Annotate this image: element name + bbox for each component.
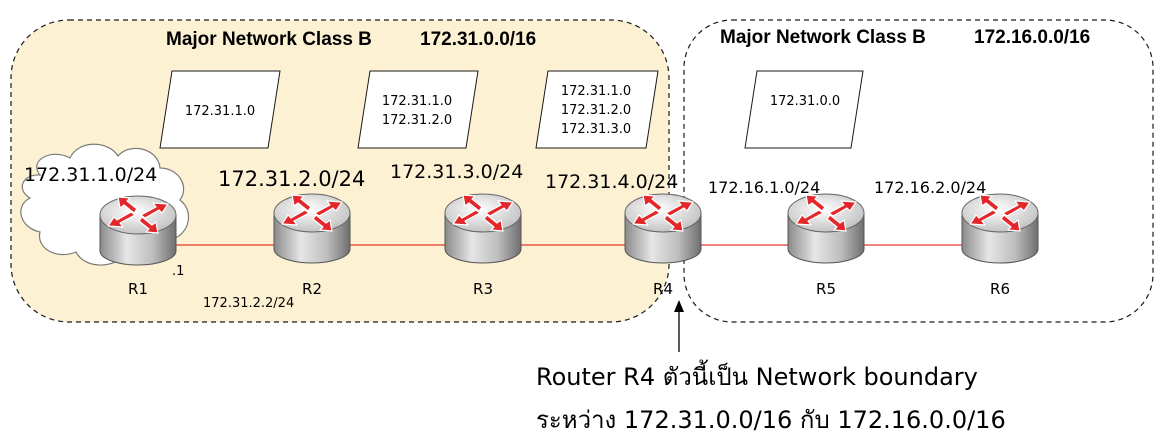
routing-table-entry: 172.31.1.0 — [185, 104, 255, 119]
routing-table-entry: 172.31.0.0 — [770, 94, 840, 109]
subnet-label-s1: 172.31.1.0/24 — [24, 164, 157, 186]
r2-interface-label: 172.31.2.2/24 — [203, 296, 294, 311]
routing-table-entry: 172.31.1.0 — [382, 94, 452, 109]
router-r5-icon — [787, 193, 865, 264]
router-r6-icon — [961, 193, 1039, 264]
boundary-note-line2: ระหว่าง 172.31.0.0/16 กับ 172.16.0.0/16 — [536, 406, 1006, 434]
router-label-r5: R5 — [816, 280, 836, 298]
router-label-r3: R3 — [473, 280, 493, 298]
routing-table-r5: 172.31.0.0 — [744, 70, 864, 149]
subnet-label-s6: 172.16.2.0/24 — [874, 178, 986, 197]
boundary-note-line1: Router R4 ตัวนี้เป็น Network boundary — [536, 359, 978, 391]
left-zone-prefix: 172.31.0.0/16 — [420, 29, 536, 50]
router-r1-icon — [99, 195, 177, 266]
router-r2-icon — [273, 193, 351, 264]
subnet-label-s5: 172.16.1.0/24 — [708, 178, 820, 197]
router-label-r4: R4 — [653, 280, 673, 298]
router-label-r1: R1 — [128, 280, 148, 298]
subnet-label-s3: 172.31.3.0/24 — [390, 161, 523, 183]
r1-interface-label: .1 — [172, 264, 184, 279]
router-label-r6: R6 — [990, 280, 1010, 298]
right-zone-title: Major Network Class B — [720, 27, 926, 48]
router-r4-icon — [624, 193, 702, 264]
routing-table-r1: 172.31.1.0 — [159, 70, 281, 149]
routing-table-entry: 172.31.3.0 — [561, 122, 631, 137]
routing-table-r2: 172.31.1.0 172.31.2.0 — [357, 70, 479, 149]
routing-table-entry: 172.31.1.0 — [561, 84, 631, 99]
boundary-arrow — [674, 300, 684, 352]
router-r3-icon — [444, 193, 522, 264]
routing-table-entry: 172.31.2.0 — [561, 103, 631, 118]
subnet-label-s2: 172.31.2.0/24 — [218, 167, 365, 191]
right-network-zone — [683, 19, 1154, 323]
subnet-label-s4: 172.31.4.0/24 — [545, 171, 678, 193]
router-label-r2: R2 — [302, 280, 322, 298]
left-zone-title: Major Network Class B — [166, 29, 372, 50]
routing-table-r3: 172.31.1.0 172.31.2.0 172.31.3.0 — [535, 70, 659, 149]
right-zone-prefix: 172.16.0.0/16 — [974, 27, 1090, 48]
routing-table-entry: 172.31.2.0 — [382, 113, 452, 128]
